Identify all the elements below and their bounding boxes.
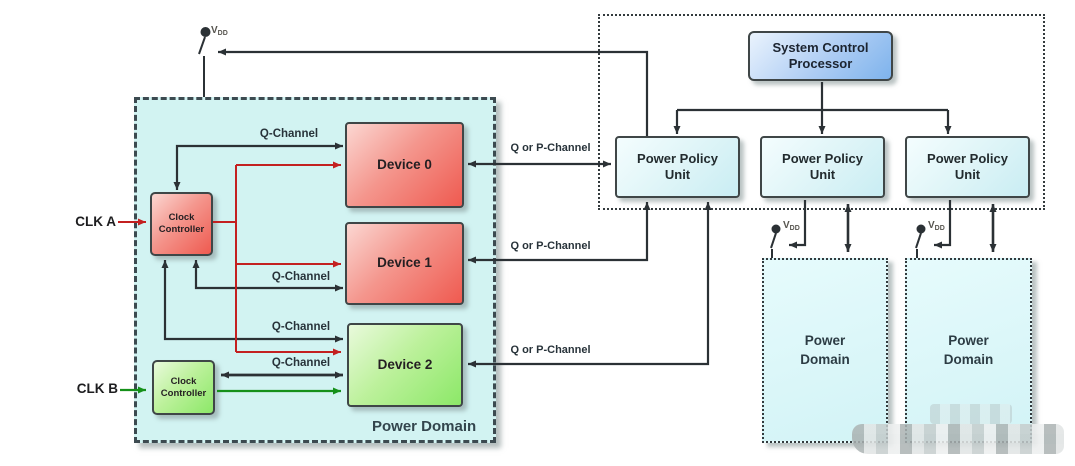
system-control-processor-label: System Control Processor: [772, 39, 869, 71]
device-0-label: Device 0: [377, 156, 432, 172]
device-1-box: Device 1: [345, 222, 464, 305]
power-policy-unit-left-label: Power Policy Unit: [637, 150, 718, 182]
q-channel-label-device2-lower: Q-Channel: [271, 357, 331, 369]
vdd-switch-middle: [770, 232, 777, 249]
clock-controller-b-label: Clock Controller: [160, 375, 207, 399]
clock-controller-a-label: Clock Controller: [158, 212, 205, 235]
q-or-p-channel-label-device0: Q or P-Channel: [510, 142, 591, 154]
clock-controller-b-box: Clock Controller: [152, 360, 215, 415]
vdd-switch-main: [198, 36, 206, 55]
device-2-label: Device 2: [377, 356, 433, 372]
power-domain-small-left-label: Power Domain: [800, 332, 850, 367]
q-channel-label-device1: Q-Channel: [271, 271, 331, 283]
power-domain-container-label: Power Domain: [372, 418, 477, 435]
vdd-label-right: VDD: [928, 220, 945, 232]
power-domain-small-right-label: Power Domain: [943, 332, 994, 367]
vdd-label-middle: VDD: [783, 220, 800, 232]
device-2-box: Device 2: [347, 323, 463, 407]
blurred-watermark-smudge: [930, 404, 1012, 424]
vdd-node-right: [916, 224, 926, 234]
q-or-p-channel-label-device1: Q or P-Channel: [510, 240, 591, 252]
power-policy-unit-right-label: Power Policy Unit: [927, 150, 1008, 182]
system-control-processor-box: System Control Processor: [748, 31, 893, 81]
power-policy-unit-middle-box: Power Policy Unit: [760, 136, 885, 198]
clk-a-label: CLK A: [75, 214, 116, 229]
vdd-node-middle: [771, 224, 781, 234]
vdd-switch-right: [915, 232, 922, 249]
vdd-node-main: [200, 27, 211, 37]
clock-controller-a-box: Clock Controller: [150, 192, 213, 256]
power-policy-unit-middle-label: Power Policy Unit: [782, 150, 863, 182]
q-or-p-channel-label-device2: Q or P-Channel: [510, 344, 591, 356]
q-channel-label-device0: Q-Channel: [259, 128, 319, 140]
vdd-label-main: VDD: [211, 25, 228, 37]
power-domain-small-left-box: Power Domain: [762, 258, 888, 443]
q-channel-label-device2-upper: Q-Channel: [271, 321, 331, 333]
clk-b-label: CLK B: [76, 381, 118, 396]
blurred-watermark: [852, 424, 1064, 454]
power-policy-unit-left-box: Power Policy Unit: [615, 136, 740, 198]
q-or-p-line-device2: [468, 202, 712, 368]
device-1-label: Device 1: [377, 255, 432, 271]
device-0-box: Device 0: [345, 122, 464, 208]
power-policy-unit-right-box: Power Policy Unit: [905, 136, 1030, 198]
